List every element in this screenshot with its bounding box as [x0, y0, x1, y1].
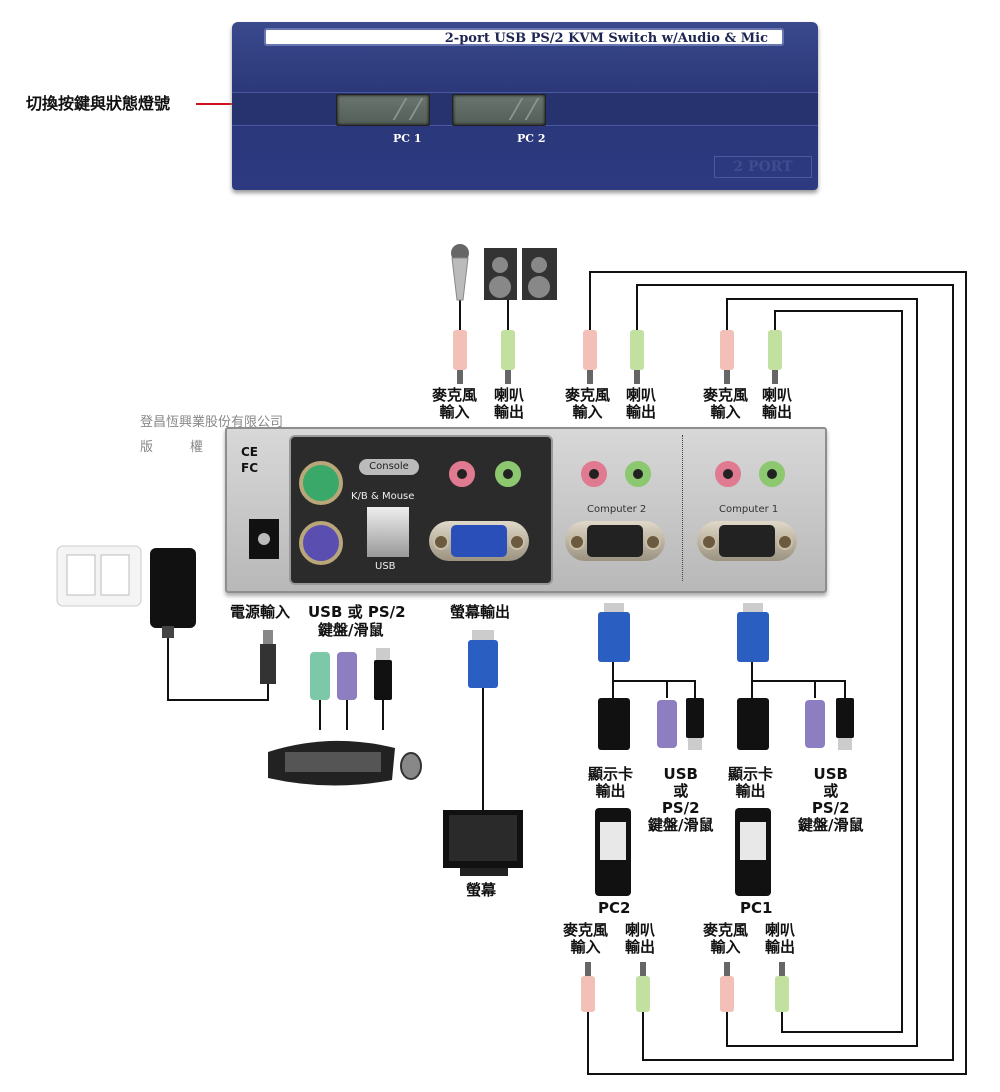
pc2-speaker-top-label: 喇叭輸出 [626, 386, 657, 421]
pc1-speaker-top-label: 喇叭輸出 [762, 386, 793, 421]
kb-mouse-label-1: USB 或 PS/2 [308, 603, 406, 621]
console-vga-port[interactable] [429, 521, 529, 561]
pc2-speaker-plug-top [630, 330, 644, 384]
console-mic-jack[interactable] [449, 461, 475, 487]
pc1-usb-plug [836, 698, 854, 750]
pc2-vga-plug-top [598, 603, 630, 662]
computer1-vga-port[interactable] [697, 521, 797, 561]
pc1-mic-plug [720, 962, 734, 1012]
pc2-button-label: PC 2 [517, 132, 546, 145]
monitor-vga-plug [468, 630, 498, 688]
pc2-speaker-label: 喇叭輸出 [625, 921, 656, 956]
pc2-mic-plug-top [583, 330, 597, 384]
kvm-front-panel: 2-port USB PS/2 KVM Switch w/Audio & Mic… [232, 22, 818, 190]
pc1-switch-button[interactable] [336, 94, 430, 126]
pc1-speaker-label: 喇叭輸出 [765, 921, 796, 956]
computer1-speaker-jack[interactable] [759, 461, 785, 487]
pc2-harness-wire [613, 680, 696, 698]
pc1-name-label: PC1 [740, 899, 773, 917]
rights-watermark-1: 版 [140, 440, 154, 455]
pc1-ps2-plug [805, 700, 825, 748]
top-mic-label: 麥克風輸入 [432, 386, 478, 421]
computer1-mic-jack[interactable] [715, 461, 741, 487]
pc1-mic-top-label: 麥克風輸入 [703, 386, 749, 421]
pc1-speaker-audio-wire [774, 310, 903, 1033]
pc2-speaker-audio-wire [636, 284, 954, 1061]
kb-mouse-label: K/B & Mouse [351, 491, 415, 502]
pc1-mic-plug-top [720, 330, 734, 384]
top-speaker-label: 喇叭輸出 [494, 386, 525, 421]
console-label: Console [359, 459, 419, 475]
kb-mouse-label-2: 鍵盤/滑鼠 [318, 621, 384, 639]
console-speaker-jack[interactable] [495, 461, 521, 487]
rights-watermark-2: 權 [190, 440, 204, 455]
ps2-keyboard-plug [310, 652, 330, 700]
monitor-label: 螢幕 [466, 881, 497, 899]
pc1-speaker-plug-top [768, 330, 782, 384]
two-port-badge: 2 PORT [714, 156, 812, 178]
pc2-mic-label: 麥克風輸入 [563, 921, 609, 956]
pc1-vga-plug-bottom [737, 698, 769, 750]
pc2-mic-plug [581, 962, 595, 1012]
pc2-speaker-plug [636, 962, 650, 1012]
console-port-panel: Console K/B & Mouse USB [289, 435, 553, 585]
company-watermark: 登昌恆興業股份有限公司 [140, 415, 284, 430]
pc1-tower-icon [735, 808, 771, 896]
pc1-vga-label: 顯示卡輸出 [728, 765, 774, 800]
power-wire [167, 620, 269, 701]
top-speaker-plug [501, 330, 515, 384]
usb-label: USB [375, 561, 396, 572]
pc2-vga-plug-bottom [598, 698, 630, 750]
microphone-icon [451, 244, 469, 301]
pc1-mic-audio-wire [726, 298, 918, 1047]
computer2-mic-jack[interactable] [581, 461, 607, 487]
ps2-mouse-port[interactable] [299, 521, 343, 565]
dc-plug-icon [260, 630, 276, 684]
ce-mark: CE [241, 445, 259, 459]
top-mic-plug [453, 330, 467, 384]
audio-plugs-top [453, 330, 782, 384]
pc2-mic-top-label: 麥克風輸入 [565, 386, 611, 421]
computer2-label: Computer 2 [587, 504, 647, 515]
wall-outlet-icon [56, 545, 142, 607]
pc2-tower-icon [595, 808, 631, 896]
usb-plug [374, 648, 392, 700]
ps2-mouse-plug [337, 652, 357, 700]
ps2-keyboard-port[interactable] [299, 461, 343, 505]
computer1-label: Computer 1 [719, 504, 779, 515]
keyboard-icon [268, 740, 395, 786]
pc2-switch-button[interactable] [452, 94, 546, 126]
computer2-speaker-jack[interactable] [625, 461, 651, 487]
port-divider [682, 435, 683, 581]
pc1-button-label: PC 1 [393, 132, 422, 145]
power-input-label: 電源輸入 [230, 603, 291, 621]
pc1-harness-wire [752, 680, 846, 698]
pc2-vga-label: 顯示卡輸出 [588, 765, 634, 800]
speakers-icon [484, 248, 557, 300]
fc-mark: FC [241, 461, 259, 475]
mouse-icon [400, 752, 422, 780]
device-title-label: 2-port USB PS/2 KVM Switch w/Audio & Mic [264, 28, 784, 46]
front-callout-label: 切換按鍵與狀態燈號 [26, 94, 171, 113]
dc-power-jack[interactable] [249, 519, 279, 559]
pc2-name-label: PC2 [598, 899, 631, 917]
pc1-vga-plug-top [737, 603, 769, 662]
audio-plugs-bottom [581, 962, 789, 1012]
kvm-back-panel: CE FC Console K/B & Mouse USB Computer 2… [225, 427, 827, 593]
monitor-icon [443, 810, 523, 876]
monitor-output-label: 螢幕輸出 [450, 603, 511, 621]
computer2-vga-port[interactable] [565, 521, 665, 561]
usb-ports[interactable] [367, 507, 409, 557]
pc1-mic-label: 麥克風輸入 [703, 921, 749, 956]
pc2-ps2-plug [657, 700, 677, 748]
pc2-usb-plug [686, 698, 704, 750]
pc2-mic-audio-wire [587, 271, 967, 1075]
pc1-speaker-plug [775, 962, 789, 1012]
power-adapter-icon [150, 548, 196, 638]
